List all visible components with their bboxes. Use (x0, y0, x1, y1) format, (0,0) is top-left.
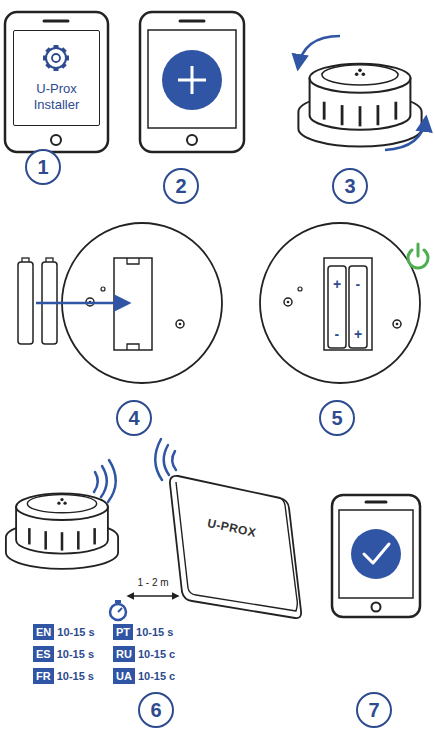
duration-label: 10-15 s (57, 647, 94, 661)
polarity-sign: + (354, 327, 362, 341)
polarity-sign: - (356, 277, 361, 291)
screw-hole (298, 287, 302, 291)
step-number-text: 6 (150, 699, 161, 722)
hub (170, 476, 301, 618)
battery (328, 266, 346, 348)
duration-label: 10-15 c (138, 647, 175, 661)
app-name: U-Prox Installer (26, 81, 88, 114)
language-code: FR (33, 668, 54, 684)
distance-label: 1 - 2 m (136, 577, 171, 588)
signal-waves (155, 439, 176, 480)
language-code: EN (33, 624, 54, 640)
phone-screen (339, 510, 413, 598)
detector-base (260, 223, 420, 383)
step-number-text: 2 (175, 175, 186, 198)
check-icon (364, 544, 389, 563)
screw-hole (179, 323, 182, 326)
step-number-text: 4 (128, 407, 139, 430)
step-number: 6 (138, 692, 174, 728)
signal-waves (94, 460, 116, 502)
phone-speaker (180, 20, 204, 23)
step-number: 4 (116, 400, 152, 436)
power-icon (408, 244, 428, 268)
phone-7 (332, 495, 420, 617)
phone-body (140, 12, 244, 152)
screw-hole (396, 323, 399, 326)
polarity-sign: + (333, 277, 341, 291)
app-screen: U-Prox Installer (13, 30, 100, 126)
screw-hole (284, 298, 292, 306)
phone-2 (140, 12, 244, 152)
language-code: ES (33, 646, 54, 662)
step-number-text: 7 (368, 699, 379, 722)
step-number: 7 (356, 692, 392, 728)
smoke-detector (6, 493, 118, 568)
screw-hole (393, 320, 401, 328)
duration-label: 10-15 s (57, 669, 94, 683)
duration-label: 10-15 s (136, 625, 173, 639)
language-code-text: UA (116, 669, 132, 683)
screw-hole (101, 287, 105, 291)
battery-clip (127, 258, 139, 264)
insert-arrow (36, 302, 128, 305)
language-code-text: ES (36, 647, 51, 661)
polarity-sign: - (335, 327, 340, 341)
phone-body (5, 12, 108, 152)
step-number-text: 3 (344, 175, 355, 198)
home-button (51, 135, 61, 145)
success-badge (351, 529, 401, 579)
batteries (18, 258, 57, 344)
battery-compartment (324, 258, 372, 350)
phone-body (332, 495, 420, 617)
step-number: 2 (163, 168, 199, 204)
phone-speaker (44, 20, 68, 23)
step-number-text: 5 (331, 407, 342, 430)
home-button (187, 135, 197, 145)
screw-hole (287, 301, 290, 304)
phone-screen (148, 30, 236, 128)
language-code-text: EN (36, 625, 51, 639)
language-code-text: PT (116, 625, 130, 639)
home-button (372, 603, 381, 612)
language-code-text: RU (116, 647, 132, 661)
step-number: 5 (319, 400, 355, 436)
rotate-arrow (298, 36, 340, 68)
screw-hole (176, 320, 184, 328)
language-code: RU (113, 646, 135, 662)
add-button (162, 50, 222, 110)
step-number: 1 (25, 149, 61, 185)
language-code-text: FR (36, 669, 51, 683)
step-number-text: 1 (37, 156, 48, 179)
smoke-detector (298, 64, 421, 147)
duration-label: 10-15 s (57, 625, 94, 639)
distance-arrow (128, 595, 178, 596)
language-code: UA (113, 668, 135, 684)
phone-speaker (366, 501, 386, 504)
timer-icon (110, 600, 126, 620)
step-number: 3 (332, 168, 368, 204)
phone-1 (5, 12, 108, 152)
plus-icon (191, 66, 194, 94)
battery (349, 266, 367, 348)
language-code: PT (113, 624, 133, 640)
rotate-arrow (385, 118, 426, 150)
battery-clip (127, 344, 139, 350)
gear-icon (43, 45, 69, 71)
duration-label: 10-15 c (138, 669, 175, 683)
